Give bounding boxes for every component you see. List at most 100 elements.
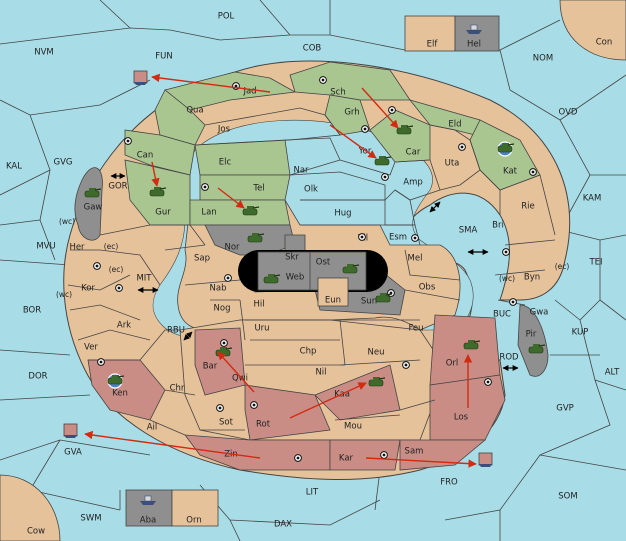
region-pir[interactable] — [517, 304, 549, 377]
label-ark: Ark — [117, 321, 131, 331]
army-icon[interactable] — [107, 375, 125, 385]
label-eld: Eld — [448, 120, 461, 130]
region-elf[interactable] — [404, 15, 456, 52]
army-icon[interactable] — [149, 187, 167, 197]
supply-center-icon — [458, 143, 466, 151]
label-elc: Elc — [219, 158, 232, 168]
supply-center-icon — [402, 361, 410, 369]
army-icon[interactable] — [463, 340, 481, 350]
region-orn[interactable] — [171, 489, 219, 527]
move-order-arrow — [329, 124, 377, 159]
label-orl: Orl — [446, 359, 459, 369]
label-skr: Skr — [285, 253, 299, 263]
move-order-arrow — [217, 351, 255, 393]
label-jad: Jad — [242, 87, 256, 97]
label-nar: Nar — [293, 166, 309, 176]
label-byn: Byn — [524, 273, 540, 283]
label-tei: TEI — [588, 258, 602, 268]
label-gwa: Gwa — [530, 308, 549, 318]
region-tel[interactable] — [199, 174, 291, 201]
label-nor: Nor — [224, 243, 240, 253]
army-icon[interactable] — [497, 143, 515, 153]
move-order-arrow — [217, 187, 245, 209]
supply-center-icon — [387, 289, 395, 297]
label-eun: Eun — [325, 296, 341, 306]
label-nom: NOM — [533, 54, 553, 64]
army-icon[interactable] — [396, 125, 414, 135]
region-sam[interactable] — [399, 439, 487, 471]
coast-hint: (wc) — [59, 217, 75, 226]
army-icon[interactable] — [342, 264, 360, 274]
label-amp: Amp — [403, 178, 423, 188]
supply-center-icon — [115, 284, 123, 292]
army-icon[interactable] — [84, 188, 102, 198]
supply-center-icon — [411, 234, 419, 242]
bidirectional-passage-icon — [183, 331, 193, 341]
army-icon[interactable] — [242, 206, 260, 216]
supply-center-icon — [358, 233, 366, 241]
region-kar[interactable] — [329, 439, 401, 471]
region-eun[interactable] — [317, 277, 349, 307]
label-swm: SWM — [80, 514, 101, 524]
green-territories — [124, 61, 541, 226]
label-pol: POL — [218, 12, 235, 22]
fleet-icon[interactable] — [133, 70, 148, 85]
region-grh[interactable] — [324, 94, 371, 136]
fleet-icon[interactable] — [140, 495, 156, 505]
supply-center-icon — [124, 137, 132, 145]
label-kup: KUP — [572, 328, 589, 338]
label-nog: Nog — [214, 304, 231, 314]
label-cow: Cow — [27, 527, 45, 537]
army-icon[interactable] — [368, 377, 386, 387]
army-units — [84, 125, 546, 387]
supply-center-icon — [361, 125, 369, 133]
label-orn: Orn — [186, 516, 201, 526]
label-hel: Hel — [467, 40, 481, 50]
region-orl[interactable] — [429, 314, 501, 386]
supply-center-icon — [319, 76, 327, 84]
army-icon[interactable] — [528, 344, 546, 354]
label-jos: Jos — [217, 125, 231, 135]
label-gur: Gur — [155, 208, 171, 218]
region-bar[interactable] — [194, 327, 246, 396]
region-elc[interactable] — [194, 139, 291, 176]
label-hil: Hil — [253, 300, 264, 310]
label-olk: Olk — [304, 185, 318, 195]
land-borders — [67, 107, 556, 436]
label-qua: Qua — [186, 106, 203, 116]
label-rot: Rot — [256, 420, 271, 430]
label-nvm: NVM — [34, 48, 54, 58]
move-order-arrow — [361, 87, 399, 129]
army-icon[interactable] — [263, 274, 281, 284]
region-rot[interactable] — [244, 384, 331, 441]
label-esm: Esm — [389, 233, 407, 243]
supply-center-icon — [216, 404, 224, 412]
passages — [110, 173, 519, 371]
supply-center-icon — [502, 248, 510, 256]
region-gaw[interactable] — [74, 167, 103, 241]
label-sam: Sam — [405, 447, 424, 457]
label-kar: Kar — [339, 454, 354, 464]
label-som: SOM — [558, 492, 577, 502]
move-order-arrow — [289, 382, 367, 419]
label-chp: Chp — [300, 347, 317, 357]
move-order-arrow — [151, 73, 271, 93]
label-mit: MIT — [136, 274, 152, 284]
label-bor: BOR — [23, 306, 41, 316]
fleet-icon[interactable] — [466, 24, 482, 34]
fleet-icon[interactable] — [478, 452, 493, 467]
label-alt: ALT — [605, 368, 620, 378]
label-fro: FRO — [440, 478, 458, 488]
label-obs: Obs — [419, 283, 436, 293]
label-fun: FUN — [155, 52, 172, 62]
supply-center-icon — [388, 106, 396, 114]
army-icon[interactable] — [247, 233, 265, 243]
army-icon[interactable] — [374, 156, 392, 166]
supply-center-icon — [529, 168, 537, 176]
army-icon[interactable] — [375, 293, 393, 303]
fleet-units — [63, 24, 493, 505]
supply-center-icon — [220, 339, 228, 347]
label-sot: Sot — [219, 418, 234, 428]
fleet-icon[interactable] — [63, 423, 78, 438]
label-kor: Kor — [81, 284, 95, 294]
